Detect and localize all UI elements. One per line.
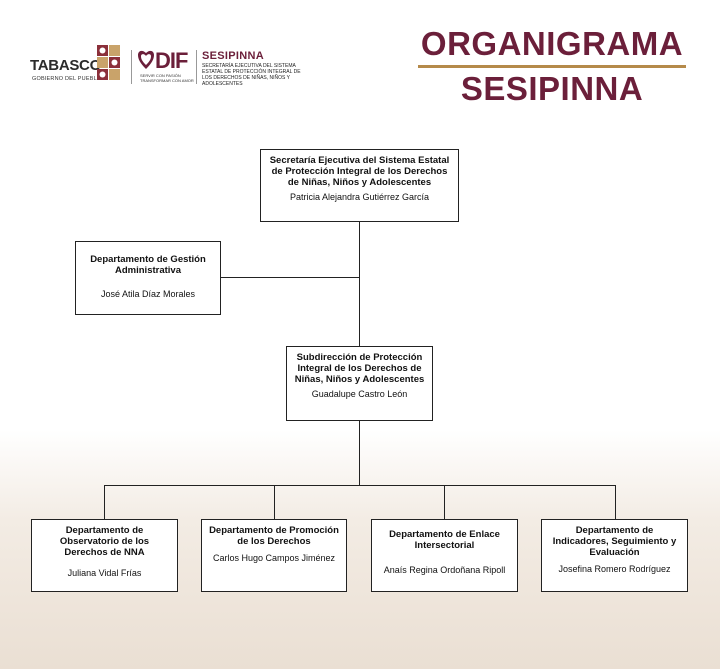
org-box-dept-2: Departamento de Promoción de los Derecho… bbox=[201, 519, 347, 592]
box-person: Guadalupe Castro León bbox=[311, 389, 408, 399]
sesipinna-tagline: SECRETARÍA EJECUTIVA DEL SISTEMA ESTATAL… bbox=[202, 63, 322, 87]
tabasco-wordmark: TABASCO bbox=[30, 57, 101, 74]
sesipinna-logo: SESIPINNA SECRETARÍA EJECUTIVA DEL SISTE… bbox=[202, 50, 322, 87]
page-title: ORGANIGRAMA SESIPINNA bbox=[412, 26, 692, 107]
org-box-sub: Subdirección de Protección Integral de l… bbox=[286, 346, 433, 421]
dif-heart-icon bbox=[138, 50, 154, 69]
org-box-root: Secretaría Ejecutiva del Sistema Estatal… bbox=[260, 149, 459, 222]
box-person: José Atila Díaz Morales bbox=[100, 289, 196, 299]
title-rule bbox=[418, 65, 686, 68]
logo-divider bbox=[131, 50, 132, 84]
header: TABASCO GOBIERNO DEL PUEBLO DIF SERVIR C… bbox=[0, 0, 720, 110]
box-title: Departamento de Gestión Administrativa bbox=[90, 254, 206, 276]
connector-horizontal bbox=[104, 485, 616, 486]
connector-dept-4 bbox=[615, 485, 616, 519]
dif-logo: DIF SERVIR CON PASIÓN TRANSFORMAR CON AM… bbox=[138, 46, 198, 86]
tabasco-tagline: GOBIERNO DEL PUEBLO bbox=[32, 76, 102, 82]
box-title: Departamento de Observatorio de los Dere… bbox=[59, 525, 150, 558]
org-box-admin: Departamento de Gestión Administrativa J… bbox=[75, 241, 221, 315]
sesipinna-tag-line: LOS DERECHOS DE NIÑAS, NIÑOS Y ADOLESCEN… bbox=[202, 75, 290, 87]
connector-dept-1 bbox=[104, 485, 105, 519]
box-person: Juliana Vidal Frías bbox=[67, 568, 142, 578]
box-title: Secretaría Ejecutiva del Sistema Estatal… bbox=[269, 155, 450, 188]
title-line-2: SESIPINNA bbox=[460, 70, 644, 107]
box-person: Anaís Regina Ordoñana Ripoll bbox=[383, 565, 506, 575]
tabasco-emblem-icon bbox=[97, 45, 120, 80]
logo-divider-2 bbox=[196, 50, 197, 84]
org-box-dept-4: Departamento de Indicadores, Seguimiento… bbox=[541, 519, 688, 592]
org-box-dept-3: Departamento de Enlace Intersectorial An… bbox=[371, 519, 518, 592]
connector-sub-down bbox=[359, 420, 360, 486]
dif-wordmark: DIF bbox=[155, 48, 188, 73]
box-title: Departamento de Indicadores, Seguimiento… bbox=[552, 525, 677, 558]
connector-dept-2 bbox=[274, 485, 275, 519]
org-box-dept-1: Departamento de Observatorio de los Dere… bbox=[31, 519, 178, 592]
connector-dept-3 bbox=[444, 485, 445, 519]
connector-admin bbox=[221, 277, 360, 278]
title-line-1: ORGANIGRAMA bbox=[420, 25, 684, 62]
tabasco-logo: TABASCO GOBIERNO DEL PUEBLO bbox=[30, 44, 130, 88]
box-person: Patricia Alejandra Gutiérrez García bbox=[289, 192, 430, 202]
sesipinna-wordmark: SESIPINNA bbox=[202, 50, 264, 62]
box-title: Departamento de Promoción de los Derecho… bbox=[209, 525, 339, 547]
sesipinna-tag-line: ESTATAL DE PROTECCIÓN INTEGRAL DE bbox=[202, 69, 301, 75]
box-person: Carlos Hugo Campos Jiménez bbox=[212, 553, 336, 563]
dif-tagline: SERVIR CON PASIÓN TRANSFORMAR CON AMOR bbox=[140, 73, 194, 83]
box-title: Subdirección de Protección Integral de l… bbox=[294, 352, 425, 385]
box-person: Josefina Romero Rodríguez bbox=[558, 564, 671, 574]
connector-root-sub bbox=[359, 221, 360, 346]
box-title: Departamento de Enlace Intersectorial bbox=[389, 529, 500, 551]
sesipinna-tag-line: SECRETARÍA EJECUTIVA DEL SISTEMA bbox=[202, 63, 296, 69]
